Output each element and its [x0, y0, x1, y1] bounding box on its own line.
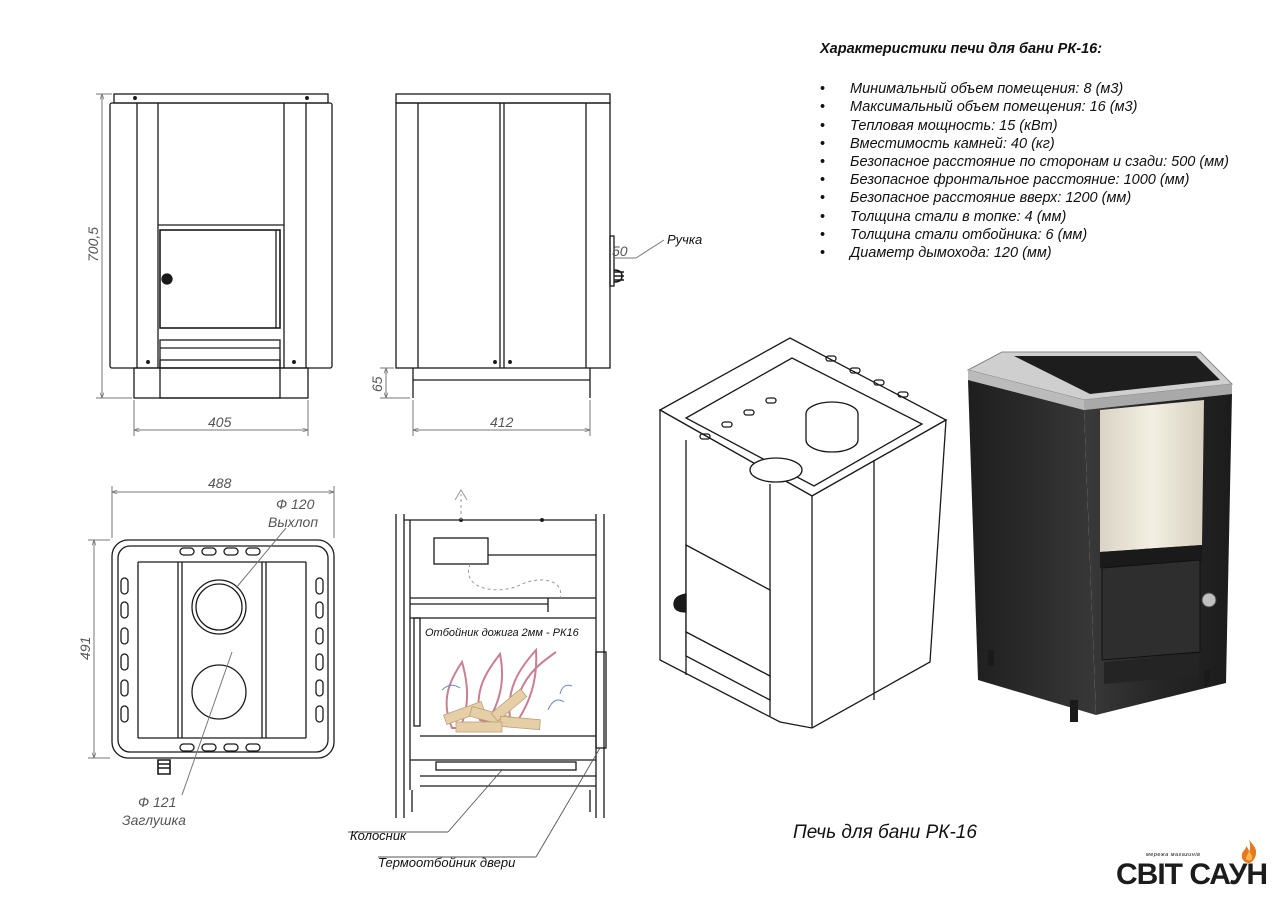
- logo-tagline: мережа магазинів: [1146, 852, 1201, 858]
- top-slots: [120, 547, 324, 752]
- top-view: [111, 539, 335, 775]
- section-flow: [454, 489, 562, 599]
- handle-depth-dim: 50: [612, 243, 628, 259]
- spec-item: Безопасное расстояние по сторонам и сзад…: [820, 153, 1270, 171]
- spec-item: Диаметр дымохода: 120 (мм): [820, 244, 1270, 262]
- front-view-dimensions: [96, 94, 308, 436]
- plug-label: Заглушка: [122, 812, 186, 828]
- section-view: [395, 514, 607, 818]
- spec-item: Тепловая мощность: 15 (кВт): [820, 117, 1270, 135]
- top-width-dim: 488: [208, 475, 232, 491]
- front-view: [109, 93, 333, 399]
- side-view-dimensions: [380, 239, 665, 436]
- specifications-list: Минимальный объем помещения: 8 (м3) Макс…: [820, 80, 1270, 262]
- door-shield-label: Термоотбойник двери: [378, 855, 515, 870]
- section-leaders: [348, 747, 601, 858]
- handle-label: Ручка: [667, 232, 702, 247]
- specifications-title: Характеристики печи для бани РК-16:: [820, 41, 1103, 57]
- top-view-dimensions: [88, 486, 334, 796]
- flue-diameter-dim: Ф 120: [276, 496, 315, 512]
- section-fire: [441, 647, 573, 733]
- exhaust-label: Выхлоп: [268, 514, 318, 530]
- spec-item: Минимальный объем помещения: 8 (м3): [820, 80, 1270, 98]
- isometric-drawing: [658, 337, 948, 729]
- spec-item: Вместимость камней: 40 (кг): [820, 135, 1270, 153]
- specifications: Характеристики печи для бани РК-16: Мини…: [820, 40, 1270, 262]
- product-caption: Печь для бани РК-16: [793, 822, 977, 843]
- side-view: [395, 93, 624, 398]
- side-width-dim: 412: [490, 414, 514, 430]
- spec-item: Безопасное расстояние вверх: 1200 (мм): [820, 189, 1270, 207]
- front-height-dim: 700,5: [85, 227, 101, 262]
- plug-diameter-dim: Ф 121: [138, 794, 176, 810]
- spec-item: Толщина стали отбойника: 6 (мм): [820, 226, 1270, 244]
- leg-height-dim: 65: [369, 376, 385, 392]
- spec-item: Максимальный объем помещения: 16 (м3): [820, 98, 1270, 116]
- logo-wordmark: СВІТ САУН: [1116, 858, 1268, 891]
- top-depth-dim: 491: [77, 637, 93, 660]
- flame-icon: [1241, 839, 1257, 863]
- grate-label: Колосник: [350, 828, 407, 843]
- stove-render: [966, 351, 1234, 722]
- baffle-label: Отбойник дожига 2мм - РК16: [425, 627, 580, 639]
- spec-item: Безопасное фронтальное расстояние: 1000 …: [820, 171, 1270, 189]
- spec-item: Толщина стали в топке: 4 (мм): [820, 208, 1270, 226]
- front-width-dim: 405: [208, 414, 232, 430]
